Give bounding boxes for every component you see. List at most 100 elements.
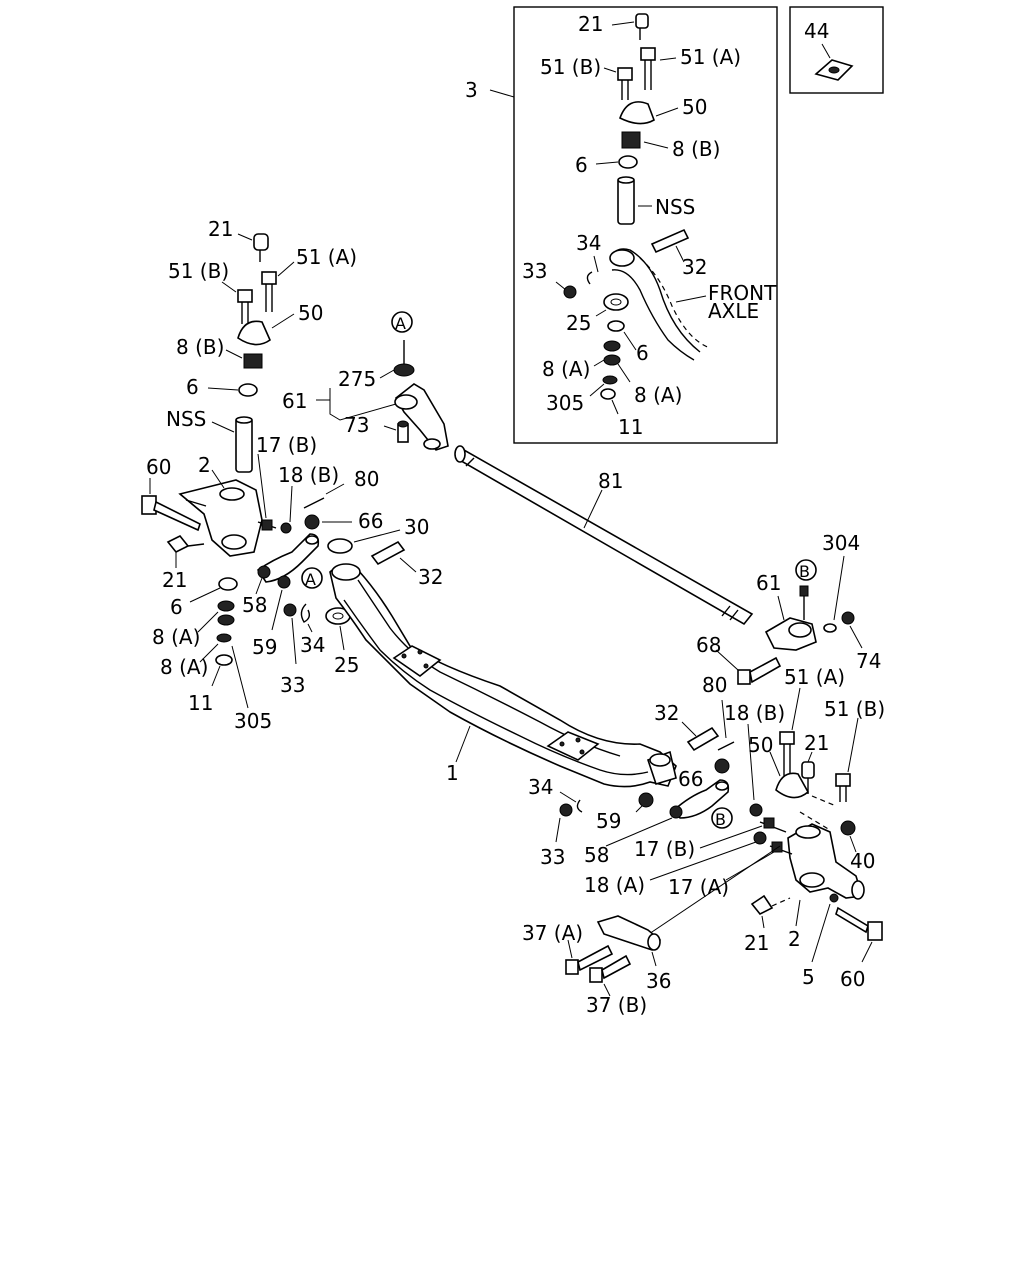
label-60-left: 60 — [146, 455, 171, 479]
label-18b-left: 18 (B) — [278, 463, 339, 487]
label-51a-inset: 51 (A) — [680, 45, 741, 69]
tie-rod-arm-36 — [596, 915, 662, 951]
label-18a-right: 18 (A) — [584, 873, 645, 897]
label-73: 73 — [344, 413, 369, 437]
label-33-inset: 33 — [522, 259, 547, 283]
leader-3 — [489, 89, 515, 98]
label-33-right: 33 — [540, 845, 565, 869]
left-bearing-8b — [243, 353, 263, 369]
grease-nipple-73 — [397, 420, 409, 443]
label-6-inset-top: 6 — [575, 153, 588, 177]
right-cotter-pin-80 — [717, 741, 735, 751]
right-stud-17a — [769, 841, 793, 855]
label-2-left: 2 — [198, 453, 211, 477]
right-bolt-51b — [835, 773, 851, 802]
label-58-left: 58 — [242, 593, 267, 617]
label-37a: 37 (A) — [522, 921, 583, 945]
label-11-left: 11 — [188, 691, 213, 715]
label-275: 275 — [338, 367, 376, 391]
label-58-right: 58 — [584, 843, 609, 867]
inset-grease-nipple-21 — [635, 13, 649, 40]
label-2-right: 2 — [788, 927, 801, 951]
label-305-left: 305 — [234, 709, 272, 733]
marker-a-top — [391, 311, 413, 333]
inset-nut-33 — [563, 285, 577, 299]
left-stud-17b — [257, 519, 277, 531]
label-32-inset: 32 — [682, 255, 707, 279]
label-6-inset: 6 — [636, 341, 649, 365]
inset-bolt-51b — [617, 67, 633, 100]
right-bolt-60 — [835, 906, 883, 941]
label-37b: 37 (B) — [586, 993, 647, 1017]
label-51b-inset: 51 (B) — [540, 55, 601, 79]
left-steering-knuckle-2 — [178, 479, 263, 557]
label-nss-left: NSS — [166, 407, 206, 431]
right-nipple-21-lower — [750, 894, 791, 916]
dust-cover-275 — [393, 340, 415, 377]
label-6-left: 6 — [170, 595, 183, 619]
inset-washer-25 — [603, 293, 629, 311]
left-pin-32 — [370, 540, 406, 566]
label-34-left: 34 — [300, 633, 325, 657]
label-34-inset: 34 — [576, 231, 601, 255]
right-stud-17b — [759, 817, 787, 833]
label-front: FRONT — [708, 281, 777, 305]
label-34-right: 34 — [528, 775, 553, 799]
label-61-left: 61 — [282, 389, 307, 413]
label-51b-left: 51 (B) — [168, 259, 229, 283]
label-nss-inset: NSS — [655, 195, 695, 219]
label-6-left-top: 6 — [186, 375, 199, 399]
label-80-left: 80 — [354, 467, 379, 491]
label-32-left: 32 — [418, 565, 443, 589]
label-51a-right: 51 (A) — [784, 665, 845, 689]
label-40: 40 — [850, 849, 875, 873]
marker-b-top-letter: B — [799, 562, 810, 581]
shim-plate-part-44 — [814, 59, 854, 81]
inset-bearing-8a — [602, 340, 621, 385]
label-17b-right: 17 (B) — [634, 837, 695, 861]
inset-bolt-51a — [640, 47, 656, 90]
left-tie-rod-end-61 — [394, 383, 449, 451]
right-nut-66 — [714, 758, 730, 774]
label-66-right: 66 — [678, 767, 703, 791]
left-collar-58 — [257, 565, 271, 579]
inset-front-axle-outline — [609, 248, 711, 361]
right-nut-18a — [753, 831, 767, 845]
label-50-left: 50 — [298, 301, 323, 325]
label-21-right: 21 — [804, 731, 829, 755]
label-68: 68 — [696, 633, 721, 657]
left-clip-34 — [300, 603, 311, 623]
label-1: 1 — [446, 761, 459, 785]
inset-bearing-8b — [621, 131, 641, 149]
label-61-right: 61 — [756, 571, 781, 595]
label-44: 44 — [804, 19, 829, 43]
inset-clip-34 — [586, 271, 593, 285]
right-cap-50 — [775, 772, 810, 799]
label-25-inset: 25 — [566, 311, 591, 335]
right-nut-18b — [749, 803, 763, 817]
label-80-right: 80 — [702, 673, 727, 697]
left-bolt-51b — [237, 289, 253, 324]
tie-rod-81 — [454, 445, 754, 626]
label-51a-left: 51 (A) — [296, 245, 357, 269]
left-shim-11 — [215, 654, 233, 666]
label-33-left: 33 — [280, 673, 305, 697]
marker-a-top-letter: A — [395, 314, 406, 333]
left-nipple-21 — [166, 534, 205, 554]
label-8a-inset-left: 8 (A) — [542, 357, 590, 381]
inset-seal-6-top — [618, 155, 638, 169]
label-21-left: 21 — [208, 217, 233, 241]
right-collar-58 — [669, 805, 683, 819]
label-74: 74 — [856, 649, 881, 673]
right-stopper-5 — [829, 893, 839, 903]
inset-king-pin-nss — [617, 176, 635, 225]
marker-a-mid — [301, 567, 323, 589]
bolt-37b — [589, 954, 632, 983]
front-axle-beam-1 — [329, 563, 677, 788]
label-8b-inset: 8 (B) — [672, 137, 720, 161]
inset-shim-11 — [600, 388, 616, 400]
left-cotter-pin-80 — [303, 497, 325, 509]
marker-b-bot — [711, 807, 733, 829]
label-8b-left: 8 (B) — [176, 335, 224, 359]
inset-frame-44 — [789, 6, 884, 94]
